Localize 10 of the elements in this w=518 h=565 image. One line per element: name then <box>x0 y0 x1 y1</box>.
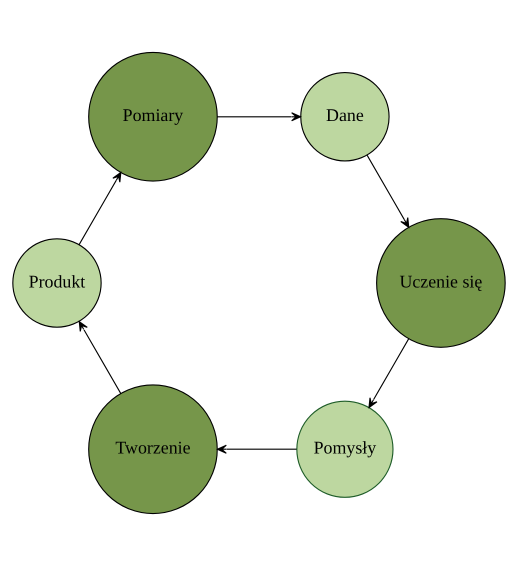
arrow <box>78 320 122 394</box>
arrow <box>366 154 410 228</box>
arrow <box>217 112 302 121</box>
node-circle: Produkt <box>12 238 102 328</box>
node-circle: Pomysły <box>296 400 394 498</box>
arrow <box>216 444 296 454</box>
node-circle: Tworzenie <box>88 384 218 514</box>
arrow <box>368 338 410 408</box>
arrow <box>78 171 122 244</box>
node-circle: Dane <box>300 72 390 161</box>
